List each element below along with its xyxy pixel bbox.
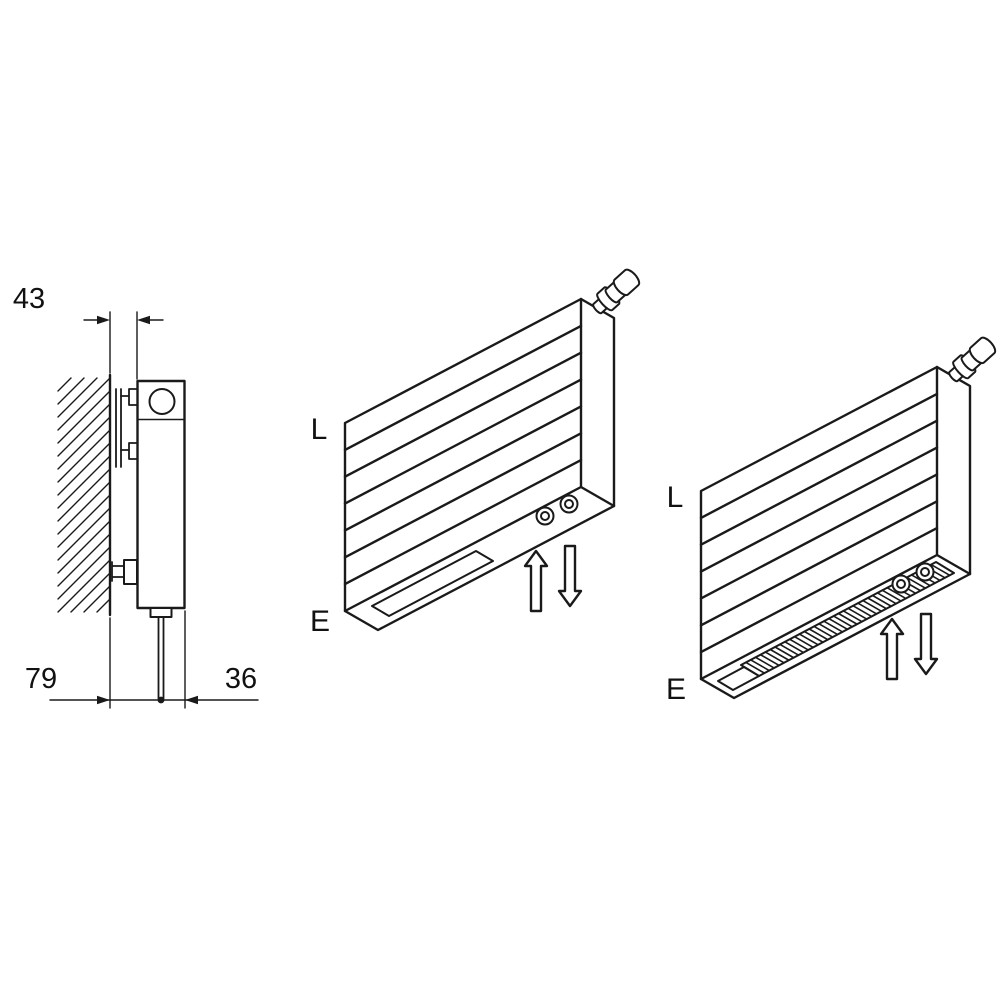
thermostatic-valve	[948, 336, 997, 383]
port-inner	[896, 579, 906, 589]
radiator-edges	[343, 297, 616, 613]
flow-arrows	[879, 612, 939, 681]
extension-lines-top	[109, 311, 138, 380]
valve-knob-side	[148, 388, 176, 415]
arrow-down-icon	[913, 612, 939, 676]
dim-value-bottom-right: 36	[225, 663, 257, 695]
dim-point	[157, 696, 165, 704]
connection-ports	[535, 494, 579, 526]
dim-arrow-right-icon	[97, 695, 110, 705]
port-inner	[920, 567, 930, 577]
port-inner	[540, 511, 550, 521]
valve-cap	[612, 268, 641, 297]
panel-slats	[343, 324, 583, 586]
bracket-hook-lower	[120, 442, 138, 460]
extension-lines-bottom	[109, 610, 186, 709]
arrow-down-icon	[557, 544, 583, 608]
dimension-bottom: 79 36	[25, 610, 259, 709]
label-bottom: E	[310, 605, 330, 638]
bottom-valve-box	[149, 607, 173, 618]
bracket-block	[123, 559, 138, 585]
arrow-up-icon	[879, 617, 905, 681]
radiator-edges	[699, 365, 972, 681]
dim-value-bottom-left: 79	[25, 663, 57, 695]
panel-slats	[699, 392, 939, 654]
wall-bracket-bottom	[111, 559, 138, 585]
wall-hatch-lines	[57, 377, 111, 613]
dim-value-top: 43	[13, 283, 45, 315]
valve-cap	[968, 336, 997, 365]
generated-lines	[699, 392, 939, 654]
dim-arrow-right-icon	[97, 315, 110, 325]
radiator-iso-flat: L E	[310, 268, 641, 638]
dim-arrow-left-icon	[185, 695, 198, 705]
port-inner	[564, 499, 574, 509]
label-top: L	[667, 481, 684, 514]
radiator-iso-grille: L E	[666, 336, 997, 706]
wall-bracket-top	[115, 388, 138, 468]
dimension-top: 43	[13, 283, 164, 380]
flow-arrows	[523, 544, 583, 613]
label-bottom: E	[666, 673, 686, 706]
connection-ports	[891, 562, 935, 594]
thermostatic-valve	[592, 268, 641, 315]
side-view: 43 79 36	[13, 283, 259, 709]
generated-lines	[57, 377, 111, 613]
radiator-side	[136, 379, 186, 700]
pipe	[157, 616, 165, 700]
arrow-up-icon	[523, 549, 549, 613]
bottom-slot	[371, 550, 494, 617]
bracket-rail	[115, 388, 122, 468]
dim-arrow-left-icon	[137, 315, 150, 325]
label-top: L	[311, 413, 328, 446]
radiator-side-body	[136, 379, 186, 610]
bottom-slot-small	[717, 666, 760, 691]
bracket-hook-upper	[120, 388, 138, 406]
generated-lines	[343, 324, 583, 586]
bracket-anchor	[111, 561, 125, 582]
